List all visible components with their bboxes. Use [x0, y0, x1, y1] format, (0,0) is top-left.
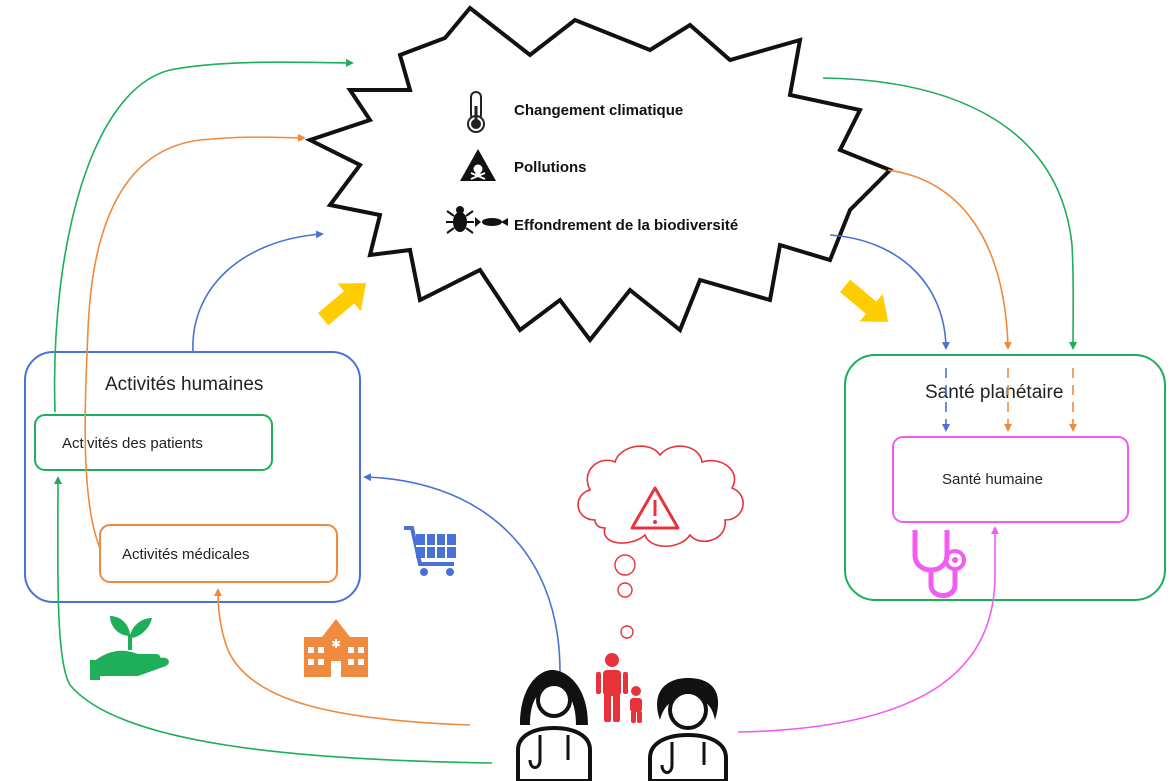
- human-health-box: [892, 436, 1129, 523]
- warning-thought-cloud-icon: [577, 445, 744, 639]
- blue-connector-top-left: [192, 230, 324, 353]
- patients-activities-box: [34, 414, 273, 471]
- yellow-arrow-up: [318, 283, 367, 326]
- threat-label-biodiversity: Effondrement de la biodiversité: [514, 217, 738, 234]
- green-connector-bottom: [53, 476, 493, 764]
- human-activities-title: Activités humaines: [105, 374, 263, 395]
- hospital-icon: ✱: [304, 619, 368, 677]
- human-health-label: Santé humaine: [942, 471, 1043, 488]
- orange-connector-bottom: [214, 588, 471, 726]
- planetary-health-title: Santé planétaire: [925, 382, 1063, 403]
- pink-connector-bottom: [737, 526, 999, 733]
- green-connector-top-left: [53, 58, 354, 413]
- blue-connector-top-right: [829, 234, 950, 350]
- parent-child-icon: [596, 653, 642, 723]
- plant-in-hand-icon: [90, 616, 169, 680]
- threat-label-climate: Changement climatique: [514, 102, 683, 119]
- orange-connector-top-right: [887, 169, 1012, 350]
- blue-connector-bottom: [363, 473, 561, 673]
- threat-label-pollution: Pollutions: [514, 159, 587, 176]
- shopping-cart-icon: [404, 526, 456, 576]
- thermometer-icon: [467, 91, 485, 133]
- green-connector-top-right: [822, 77, 1078, 350]
- bug-and-fish-icon: [446, 206, 508, 234]
- patients-activities-label: Activités des patients: [62, 435, 203, 452]
- orange-connector-top-left: [84, 133, 306, 549]
- stethoscope-icon: [912, 530, 966, 598]
- medical-activities-box: [99, 524, 338, 583]
- doctors-icon: [516, 670, 728, 781]
- toxic-warning-icon: [460, 149, 496, 181]
- medical-activities-label: Activités médicales: [122, 546, 250, 563]
- yellow-arrow-down: [840, 279, 889, 322]
- svg-text:✱: ✱: [331, 637, 341, 651]
- threats-burst: [304, 5, 894, 344]
